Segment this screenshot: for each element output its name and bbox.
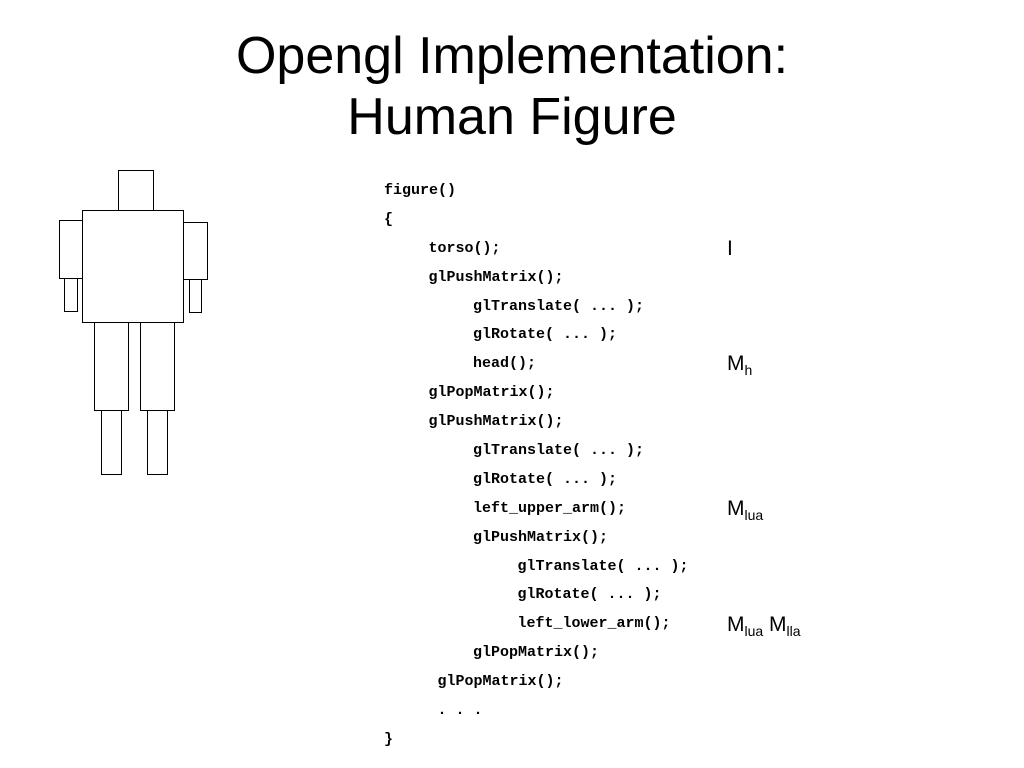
slide-title-line-2: Human Figure	[347, 88, 677, 147]
code-line: torso();	[428, 239, 501, 257]
code-line: glPopMatrix();	[428, 673, 564, 691]
matrix-symbol: M	[727, 612, 745, 636]
figure-right-lower-arm	[189, 279, 202, 313]
code-line: glPushMatrix();	[473, 528, 609, 546]
figure-left-upper-leg	[94, 322, 129, 411]
code-line: glPopMatrix();	[428, 384, 555, 402]
figure-left-upper-arm	[59, 220, 83, 279]
code-line: glTranslate( ... );	[517, 557, 689, 575]
code-line: figure()	[384, 182, 457, 199]
code-line: . . .	[428, 702, 483, 720]
matrix-symbol: M	[727, 352, 745, 376]
slide-title: Opengl Implementation: Human Figure	[0, 26, 1024, 149]
matrix-annotation: Mlua	[727, 496, 764, 523]
matrix-subscript: lua	[744, 622, 764, 639]
code-line: glPushMatrix();	[428, 413, 564, 431]
human-figure-drawing	[59, 170, 208, 475]
slide-title-line-1: Opengl Implementation:	[235, 27, 789, 85]
matrix-annotation: I	[727, 237, 733, 261]
matrix-symbol: M	[769, 612, 787, 636]
code-line: }	[384, 730, 394, 748]
code-line: glPopMatrix();	[473, 644, 600, 662]
code-line: glRotate( ... );	[473, 470, 618, 488]
code-line: glTranslate( ... );	[473, 297, 645, 315]
code-line: head();	[473, 355, 537, 373]
code-line: left_lower_arm();	[517, 615, 671, 633]
matrix-subscript: h	[744, 362, 753, 379]
figure-head	[118, 170, 154, 211]
figure-left-lower-arm	[64, 278, 78, 312]
code-listing: figure() { torso(); glPushMatrix(); glTransl…	[384, 177, 689, 755]
matrix-subscript: lua	[744, 506, 764, 523]
figure-right-upper-leg	[140, 322, 175, 411]
figure-torso	[82, 210, 184, 323]
figure-left-lower-leg	[101, 410, 122, 475]
figure-right-lower-leg	[147, 410, 168, 475]
code-line: glRotate( ... );	[473, 326, 618, 344]
code-line: {	[384, 210, 394, 228]
code-line: glRotate( ... );	[517, 586, 662, 604]
matrix-symbol: I	[727, 236, 733, 260]
matrix-annotation: Mlua Mlla	[727, 612, 801, 639]
matrix-subscript: lla	[786, 622, 801, 639]
figure-right-upper-arm	[183, 222, 208, 280]
matrix-symbol: M	[727, 496, 745, 520]
code-line: glTranslate( ... );	[473, 442, 645, 460]
code-line: glPushMatrix();	[428, 268, 564, 286]
code-line: left_upper_arm();	[473, 499, 627, 517]
matrix-annotation: Mh	[727, 352, 753, 379]
